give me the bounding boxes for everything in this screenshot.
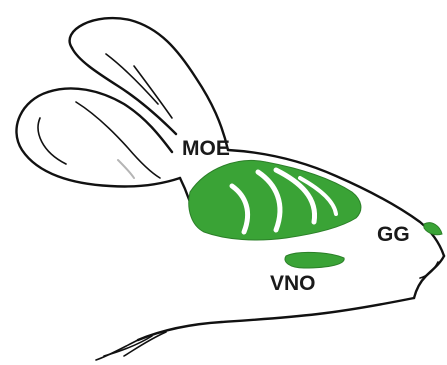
neck-line-1 <box>96 340 138 360</box>
vno-region <box>285 252 344 268</box>
upper-ear-outline <box>70 18 228 150</box>
upper-ear-inner-fold-2 <box>134 66 172 118</box>
jaw-outline <box>138 298 414 340</box>
nose-tip <box>414 256 444 298</box>
gg-label: GG <box>377 223 410 246</box>
lower-ear-inner-fold <box>76 102 160 178</box>
ear-shading <box>118 160 134 178</box>
vno-label: VNO <box>270 272 316 295</box>
nose-whisker-mark <box>420 262 438 278</box>
moe-label: MOE <box>182 137 230 160</box>
gg-region <box>424 223 442 235</box>
lower-ear-inner-curl <box>38 118 66 164</box>
